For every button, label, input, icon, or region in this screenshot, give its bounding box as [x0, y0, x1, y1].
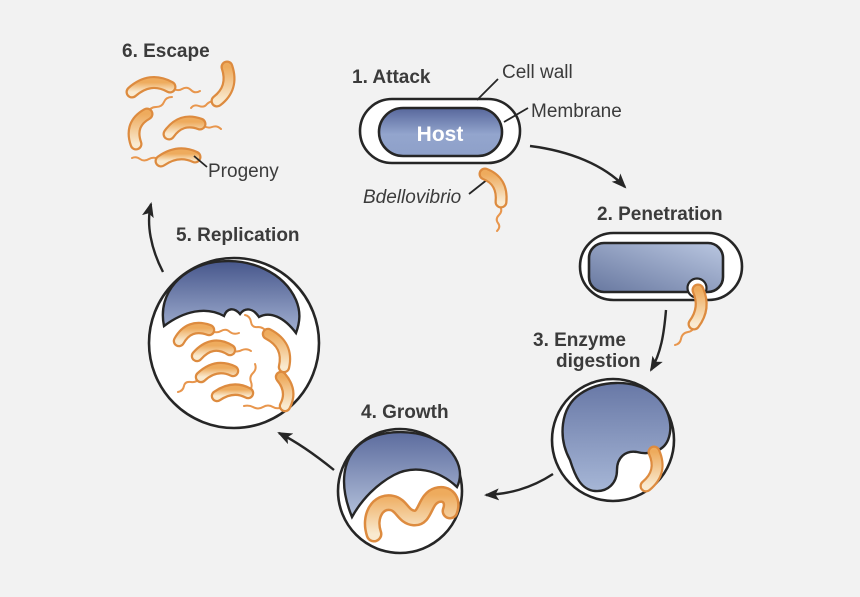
membrane-label: Membrane: [531, 101, 622, 122]
cycle-arrows: [142, 144, 668, 501]
arrow-growth-to-replication: [277, 431, 335, 471]
bacterium-body: [689, 285, 706, 329]
flagellum: [248, 363, 257, 393]
stage-attack: Host 1. Attack Cell wall Membrane Bdello…: [352, 62, 622, 232]
penetration-cell-membrane: [587, 241, 725, 294]
membrane-pointer-line: [503, 107, 529, 123]
stage-enzyme-digestion: 3. Enzyme digestion: [533, 330, 676, 503]
escaped-progeny-cells: [125, 60, 236, 168]
bacterium-body: [156, 149, 200, 166]
arrow-penetration-to-enzyme: [649, 309, 668, 372]
bacterium-body: [127, 78, 175, 97]
arrow-enzyme-to-growth: [484, 472, 554, 501]
flagellum: [170, 86, 201, 94]
flagellum: [243, 404, 285, 410]
stage-penetration: 2. Penetration: [578, 204, 744, 346]
flagellum: [209, 328, 240, 335]
flagellum: [177, 377, 201, 393]
bacterium-body: [213, 385, 252, 400]
arrow-attack-to-penetration: [529, 144, 627, 189]
stage-replication: 5. Replication: [147, 225, 321, 430]
stage-label-enzyme-line1: 3. Enzyme: [533, 330, 626, 351]
arrow-replication-to-escape: [142, 202, 165, 273]
bacterium-body: [480, 169, 506, 207]
flagellum: [131, 156, 161, 162]
shrinking-host-contents: [342, 430, 462, 520]
stage-label-growth: 4. Growth: [361, 402, 449, 423]
replicating-bdellovibrio-cells: [172, 314, 295, 413]
flagellum: [244, 314, 268, 334]
bacterium-body: [193, 341, 234, 360]
stage-label-attack: 1. Attack: [352, 67, 431, 88]
bdellovibrio-pointer-line: [468, 178, 489, 195]
bdellovibrio-label: Bdellovibrio: [363, 187, 461, 208]
stage-escape: 6. Escape Progeny: [122, 41, 279, 182]
bacterium-body: [129, 109, 152, 149]
enzyme-bdellovibrio-cell: [639, 445, 664, 493]
flagellum: [147, 96, 173, 114]
flagellum: [495, 205, 503, 232]
bacterium-body: [175, 324, 213, 345]
bacterium-body: [164, 117, 205, 139]
growing-bdellovibrio-filament: [363, 485, 460, 543]
stage-label-replication: 5. Replication: [176, 225, 300, 246]
stage-label-escape: 6. Escape: [122, 41, 210, 62]
cell-wall-pointer-line: [476, 78, 499, 101]
cell-wall-label: Cell wall: [502, 62, 573, 83]
progeny-label: Progeny: [208, 161, 279, 182]
filament-body: [366, 488, 458, 540]
attack-bdellovibrio-cell: [478, 167, 508, 232]
host-remnant-crescent: [161, 259, 301, 336]
host-cell-membrane: [377, 106, 504, 158]
stage-growth: 4. Growth: [336, 402, 464, 555]
stage-label-penetration: 2. Penetration: [597, 204, 723, 225]
bacterium-body: [197, 364, 237, 381]
stage-label-enzyme-line2: digestion: [556, 351, 640, 372]
bacterium-body: [264, 330, 289, 371]
bacterium-body: [277, 373, 293, 410]
bacterium-body: [212, 62, 234, 106]
penetrating-bdellovibrio-cell: [674, 283, 708, 346]
host-label: Host: [417, 123, 464, 146]
bacterium-body: [641, 447, 662, 491]
progeny-pointer-line: [193, 155, 208, 168]
